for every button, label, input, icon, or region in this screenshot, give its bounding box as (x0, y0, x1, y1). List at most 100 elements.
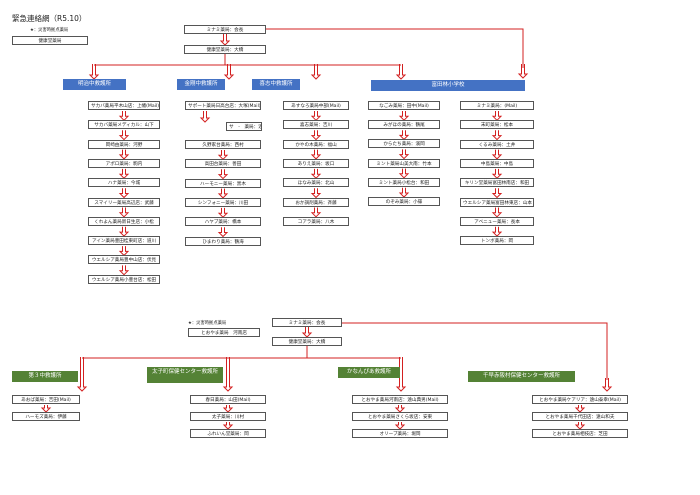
arrow-to-dai3 (76, 357, 88, 392)
dai3-item-0: あおば薬局：吉田(Mail) (12, 395, 80, 404)
bottom-vice-box: 健康堂薬局：大橋 (272, 337, 342, 346)
kananpia-item-1: とおやま薬局さくら坂店：安東 (352, 412, 448, 421)
kongo-rest-arrow-4 (217, 227, 229, 238)
dai3-item-1: ハーモズ薬局：伊藤 (12, 412, 80, 421)
minami-arrow-4 (491, 188, 503, 199)
center-header-kananpia: かなんぴあ救護所 (338, 367, 400, 378)
meiji-item-0: サカバ薬局平木山店：上幡(Mail) (88, 101, 160, 110)
kongo-item-0: サポート薬局日高台店：大塚(Mail) (185, 101, 261, 110)
arrow-to-kishi (310, 64, 322, 80)
kongo-rest-item-4: ハヤブ薬局：橋本 (185, 217, 261, 227)
meiji-arrow-1 (118, 130, 130, 141)
chihaya-arrow-1 (574, 422, 586, 430)
kongo-item-1: サ - 薬局：近見 (226, 122, 262, 131)
minami-item-1: 末町薬局：松本 (460, 120, 534, 130)
kongo-rest-arrow-1 (217, 169, 229, 180)
legend-box: 健康堂薬局 (12, 36, 88, 45)
meiji-arrow-5 (118, 207, 130, 218)
center-header-tondabayashi: 富田林小学校 (371, 80, 525, 91)
meiji-item-2: 岡崎由薬局：河野 (88, 139, 160, 149)
taishi-item-1: 太子薬局：川村 (190, 412, 266, 421)
meiji-item-6: くれよん薬局新日生店：小松 (88, 216, 160, 226)
kananpia-item-2: オリーブ薬局：堀岡 (352, 429, 448, 438)
meiji-arrow-0 (118, 111, 130, 122)
minami-arrow-6 (491, 226, 503, 237)
kongo-rest-item-5: ひまわり薬局：鶴海 (185, 236, 261, 246)
minami-item-3: 中島薬局：中島 (460, 158, 534, 168)
meiji-item-7: アイン薬局豊田桂東町店：道川 (88, 236, 160, 246)
tonda-item-1: みがほの薬局：鶴尾 (368, 120, 440, 130)
kishi-item-4: ほなみ薬局：北山 (283, 178, 349, 188)
center-header-chihaya: 千早赤阪村保健センター救護所 (468, 371, 575, 382)
kananpia-arrow-0 (394, 405, 406, 413)
meiji-arrow-6 (118, 226, 130, 237)
minami-item-7: トンボ薬局：岡 (460, 236, 534, 246)
minami-item-6: アベニュー薬局：長本 (460, 216, 534, 226)
taishi-item-2: ふれいん堂薬局：岡 (190, 429, 266, 438)
tonda-arrow-3 (398, 168, 410, 179)
kishi-arrow-0 (310, 111, 322, 122)
center-header-kishi: 喜志中救護所 (252, 79, 300, 90)
kongo-rest-item-1: 高田台薬局：善田 (185, 159, 261, 169)
tonda-item-2: からたち薬局：濱岡 (368, 139, 440, 149)
arrow-to-kongo (223, 64, 235, 80)
center-header-kongo: 金剛中救護所 (177, 79, 225, 90)
kongo-rest-arrow-3 (217, 207, 229, 218)
kongo-rest-item-2: ハーモニー薬局：黒木 (185, 178, 261, 188)
minami-item-4: キリン堂薬局富田林南店：和田 (460, 178, 534, 188)
kishi-item-3: ありえ薬局：坂口 (283, 158, 349, 168)
meiji-arrow-8 (118, 265, 130, 276)
minami-arrow-2 (491, 149, 503, 160)
kishi-item-5: おか調剤薬局：斉藤 (283, 197, 349, 207)
kishi-item-2: かやの木薬局：福山 (283, 139, 349, 149)
meiji-arrow-7 (118, 246, 130, 257)
center-header-dai3: 第３中救護所 (12, 371, 78, 382)
line-bottom-president-right (342, 322, 608, 380)
taishi-item-0: 春日薬局：山田(Mail) (190, 395, 266, 404)
arrow-to-taishi (222, 357, 234, 392)
minami-arrow-5 (491, 207, 503, 218)
tonda-arrow-4 (398, 187, 410, 198)
kananpia-item-0: とおやま薬局河南店：遠山典男(Mail) (352, 395, 448, 404)
kishi-arrow-1 (310, 130, 322, 141)
arrow-to-meiji (88, 64, 100, 80)
kishi-arrow-4 (310, 188, 322, 199)
kongo-rest-item-0: 久野家台薬局：西村 (185, 140, 261, 149)
arrow-to-tonda (395, 64, 407, 80)
meiji-item-9: ウエルシア薬局小豊台店：松田 (88, 274, 160, 284)
meiji-item-4: ハナ薬局：今城 (88, 178, 160, 188)
minami-item-2: くるみ薬局：土井 (460, 139, 534, 149)
line-vice-branch (94, 54, 401, 66)
kishi-arrow-2 (310, 149, 322, 160)
kongo-rest-arrow-0 (217, 150, 229, 161)
kongo-arrow-side (199, 111, 211, 123)
meiji-arrow-4 (118, 188, 130, 199)
arrow-to-chihaya (601, 378, 613, 392)
chihaya-item-1: とおやま薬局千代田店：遠山和夫 (532, 412, 628, 421)
arrow-to-kananpia (395, 357, 407, 392)
tonda-item-4: ミント薬局小松台：和田 (368, 177, 440, 187)
arrow-bottom-president-vice (301, 327, 313, 338)
kishi-item-6: コアラ薬局：八木 (283, 216, 349, 226)
chihaya-item-0: とおやま薬局ケアリア：遠山泰幸(Mail) (532, 395, 628, 404)
meiji-arrow-2 (118, 149, 130, 160)
line-president-right (266, 28, 524, 68)
top-president-box: ミナミ薬局：会長 (184, 25, 266, 34)
meiji-item-3: アポロ薬局：駒内 (88, 158, 160, 168)
minami-item-5: ウエルシア薬局富田林東店：山本 (460, 197, 534, 207)
meiji-item-8: ウエルシア薬局豊中山店：伏見 (88, 255, 160, 265)
chihaya-arrow-0 (574, 405, 586, 413)
kishi-item-0: あすなろ薬局中部(Mail) (283, 101, 349, 110)
kongo-rest-arrow-2 (217, 188, 229, 199)
meiji-item-5: スマイリー薬局高辺店：武藤 (88, 197, 160, 207)
tonda-item-0: なごみ薬局：田中(Mail) (368, 101, 440, 110)
line-bottom-vice-branch (82, 346, 401, 359)
tonda-item-5: のぞみ薬局：小篠 (368, 197, 440, 206)
arrow-president-vice (219, 34, 231, 46)
page-title: 緊急連絡網（R5.10） (12, 14, 87, 23)
center-header-taishi: 太子町保健センター救護所 (147, 367, 223, 383)
kishi-item-1: 喜志薬局：吉川 (283, 120, 349, 130)
taishi-arrow-0 (222, 405, 234, 413)
center-header-meiji: 明治中救護所 (63, 79, 126, 90)
